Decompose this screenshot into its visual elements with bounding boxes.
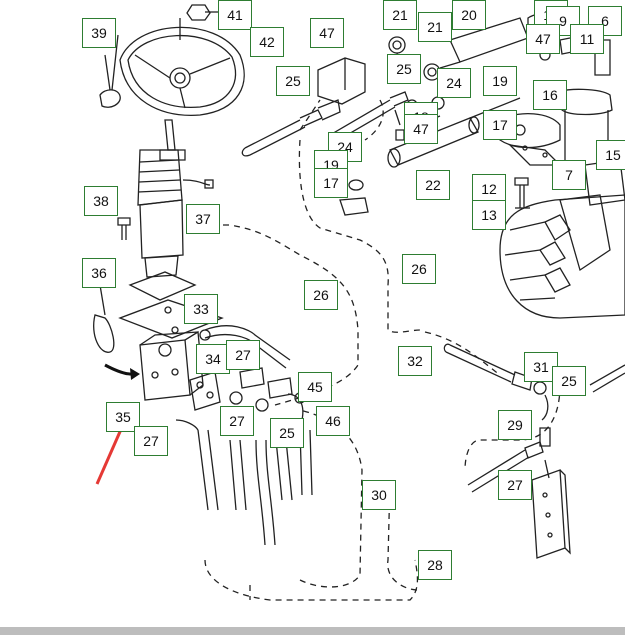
callout-27-top: 27 (226, 340, 260, 370)
callout-25-mid: 25 (387, 54, 421, 84)
callout-27-left: 27 (134, 426, 168, 456)
callout-13: 13 (472, 200, 506, 230)
callout-46: 46 (316, 406, 350, 436)
front-tire (499, 159, 625, 319)
callout-25-low: 25 (270, 418, 304, 448)
callout-22: 22 (416, 170, 450, 200)
callout-47-mid: 47 (404, 114, 438, 144)
callout-21-b: 21 (418, 12, 452, 42)
callout-26-left: 26 (304, 280, 338, 310)
front-axle-assembly (499, 88, 613, 166)
callout-39: 39 (82, 18, 116, 48)
callout-27-mid: 27 (220, 406, 254, 436)
callout-26-right: 26 (402, 254, 436, 284)
callout-47-right: 47 (526, 24, 560, 54)
top-nut (186, 4, 218, 21)
hose-upper-left (241, 99, 341, 157)
callout-41: 41 (218, 0, 252, 30)
bolt-12-13 (514, 177, 530, 209)
callout-21-a: 21 (383, 0, 417, 30)
callout-24-top: 24 (437, 68, 471, 98)
steering-column (128, 119, 214, 301)
steering-wheel (119, 18, 245, 116)
callout-38: 38 (84, 186, 118, 216)
callout-42: 42 (250, 27, 284, 57)
callout-16: 16 (533, 80, 567, 110)
callout-25-right: 25 (552, 366, 586, 396)
callout-11: 11 (570, 24, 604, 54)
callout-36: 36 (82, 258, 116, 288)
callout-19-right: 19 (483, 66, 517, 96)
black-direction-arrow (104, 363, 140, 380)
callout-45: 45 (298, 372, 332, 402)
bolt-38 (117, 217, 131, 240)
steering-unit (139, 330, 204, 401)
knob-39 (99, 34, 121, 108)
callout-7: 7 (552, 160, 586, 190)
callout-25-top: 25 (276, 66, 310, 96)
callout-17-left: 17 (314, 168, 348, 198)
callout-17-right: 17 (483, 110, 517, 140)
bracket-47 (317, 57, 366, 105)
callout-28: 28 (418, 550, 452, 580)
callout-32: 32 (398, 346, 432, 376)
spacer-17 (339, 179, 369, 216)
fittings-31-25 (533, 381, 549, 421)
hose-right-edge (589, 364, 625, 393)
callout-27-right: 27 (498, 470, 532, 500)
bottom-scrollbar-edge (0, 627, 625, 635)
callout-20: 20 (452, 0, 486, 30)
callout-29: 29 (498, 410, 532, 440)
callout-34: 34 (196, 344, 230, 374)
hose-32 (443, 343, 533, 391)
adapter-plate (189, 371, 221, 411)
callout-15: 15 (596, 140, 625, 170)
bushing-18 (394, 109, 405, 141)
callout-30: 30 (362, 480, 396, 510)
clamp-36 (93, 284, 115, 353)
valve-block (531, 427, 571, 559)
callout-37: 37 (186, 204, 220, 234)
vertical-hoses (175, 419, 313, 546)
callout-33: 33 (184, 294, 218, 324)
callout-47-top: 47 (310, 18, 344, 48)
